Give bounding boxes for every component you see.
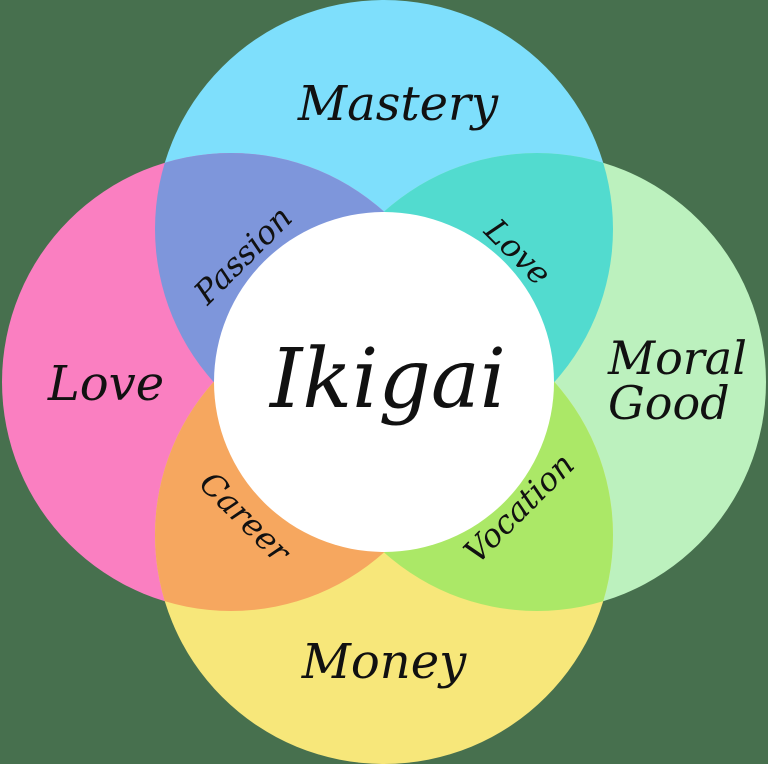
- label-good: Good: [608, 376, 730, 430]
- label-moral: Moral: [607, 331, 747, 385]
- label-ikigai: Ikigai: [268, 332, 506, 427]
- center-circle: [214, 212, 554, 552]
- label-love: Love: [47, 356, 164, 412]
- label-money: Money: [301, 634, 467, 690]
- label-mastery: Mastery: [297, 76, 499, 132]
